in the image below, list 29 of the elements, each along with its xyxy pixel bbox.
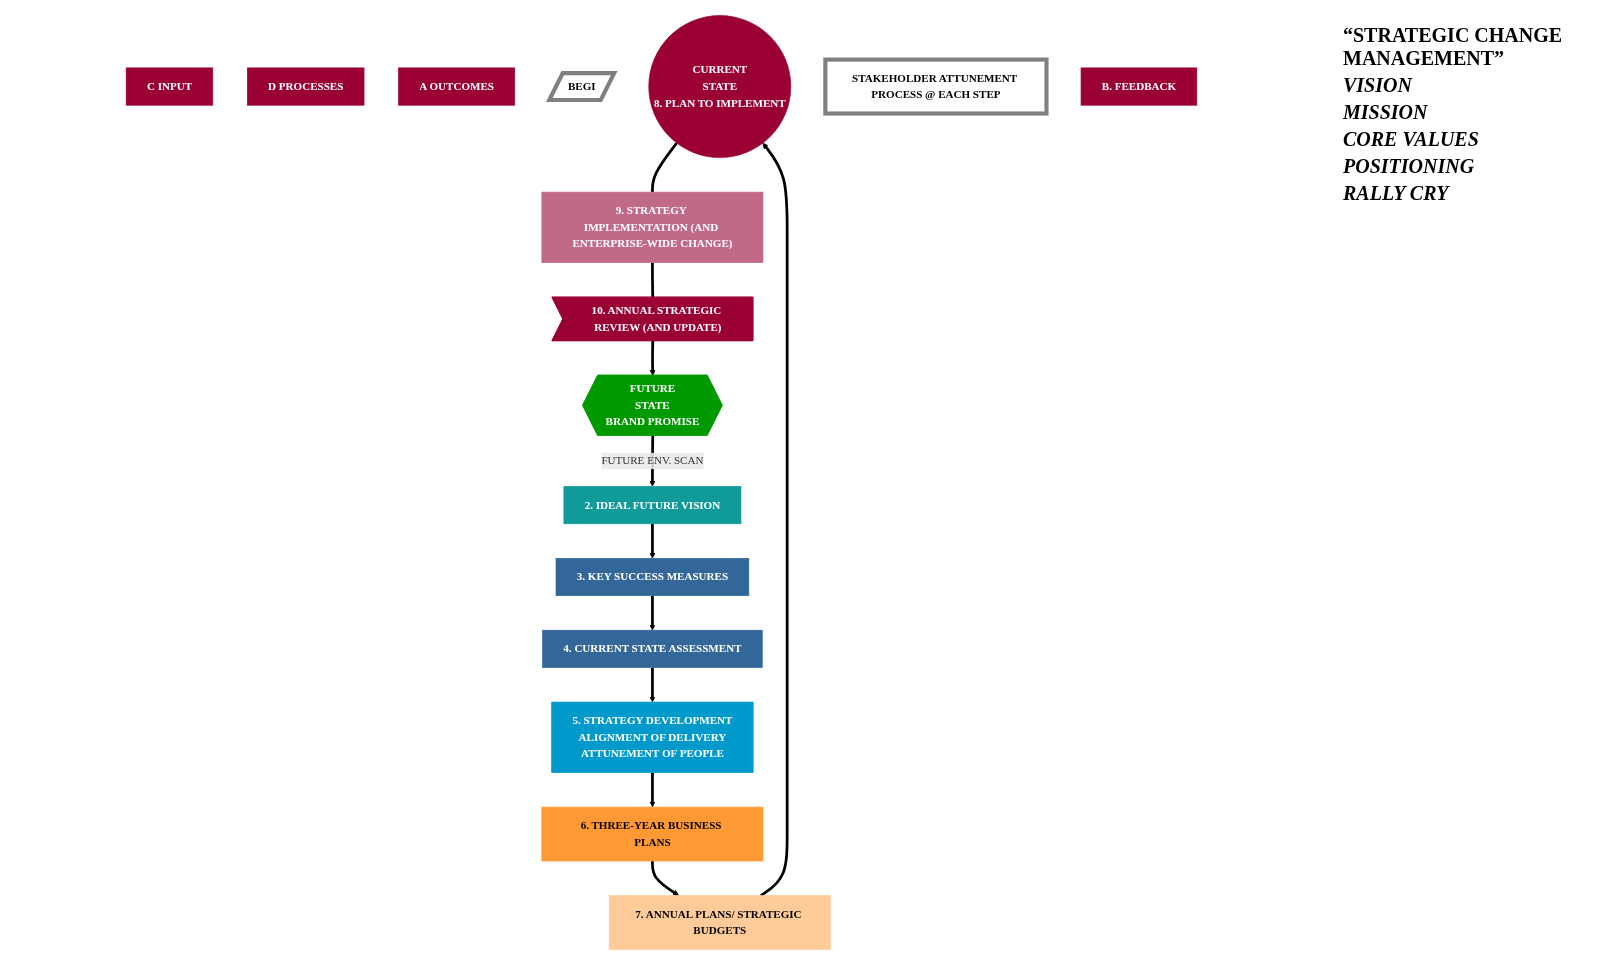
connector (651, 262, 655, 298)
arrow (649, 772, 656, 808)
arrow (649, 667, 656, 703)
arrow (651, 861, 679, 896)
node-box: B. FEEDBACK (1080, 67, 1198, 106)
node-box: STAKEHOLDER ATTUNEMENT PROCESS @ EACH STEP (823, 57, 1049, 116)
node-box: 5. STRATEGY DEVELOPMENT ALIGNMENT OF DELIVERY ATTUNEMENT OF PEOPLE (551, 701, 754, 773)
node-box: 6. THREE-YEAR BUSINESS PLANS (541, 806, 764, 862)
arrow (649, 523, 656, 559)
node-box: A OUTCOMES (398, 67, 516, 106)
bullet-item: POSITIONING (1343, 155, 1476, 178)
bullet-item: RALLY CRY (1343, 182, 1451, 205)
node-box: 9. STRATEGY IMPLEMENTATION (AND ENTERPRISE-WIDE CHANGE) (541, 191, 764, 263)
node-box: 7. ANNUAL PLANS/ STRATEGIC BUDGETS (608, 895, 831, 950)
arrow (649, 341, 656, 376)
node-circle: CURRENT STATE 8. PLAN TO IMPLEMENT (648, 15, 792, 158)
node-box: 4. CURRENT STATE ASSESSMENT (542, 629, 763, 668)
arrow (760, 142, 789, 897)
node-box: D PROCESSES (247, 67, 365, 106)
bullet-item: CORE VALUES (1343, 128, 1480, 151)
node-box: 3. KEY SUCCESS MEASURES (555, 558, 750, 596)
connector (651, 142, 678, 193)
node-box: C INPUT (125, 67, 214, 106)
subtitle: “STRATEGIC CHANGE MANAGEMENT” (1343, 24, 1564, 70)
bullet-item: MISSION (1343, 101, 1429, 124)
edge-label: FUTURE ENV. SCAN (601, 454, 704, 467)
arrow (649, 595, 656, 631)
bullet-item: VISION (1343, 74, 1414, 97)
node-box: 2. IDEAL FUTURE VISION (563, 486, 742, 525)
